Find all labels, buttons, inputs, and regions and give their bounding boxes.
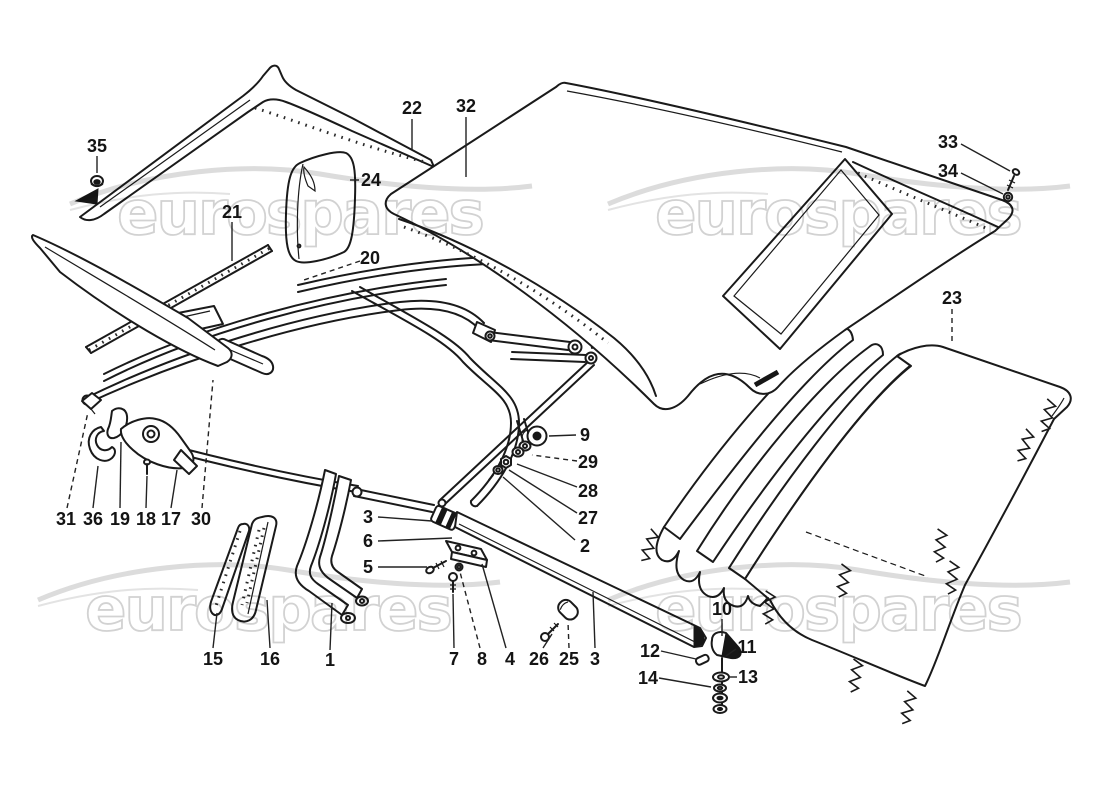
leader-3-lower	[592, 591, 596, 649]
part-callout-31: 31	[56, 509, 76, 529]
leader-29	[531, 454, 578, 462]
part-callout-11: 11	[737, 637, 756, 657]
part-callout-35: 35	[87, 136, 107, 156]
leader-lines	[66, 117, 1011, 688]
part-callout-34: 34	[938, 161, 958, 181]
part-callout-24: 24	[361, 170, 381, 190]
leader-4	[481, 563, 507, 649]
leader-6	[377, 537, 453, 542]
part-callout-10: 10	[712, 599, 732, 619]
part-callout-13: 13	[738, 667, 758, 687]
part-callout-15: 15	[203, 649, 223, 669]
soft-top-frame	[81, 244, 599, 624]
leader-1	[329, 602, 333, 651]
part-callout-1: 1	[325, 650, 335, 670]
leader-16	[266, 599, 271, 649]
leader-11	[725, 648, 737, 657]
part-callout-3-upper: 3	[363, 507, 373, 527]
leader-30	[201, 379, 214, 509]
part-callout-16: 16	[260, 649, 280, 669]
part-callout-21: 21	[222, 202, 242, 222]
leader-7	[452, 593, 455, 649]
washer-34	[1002, 191, 1014, 203]
leader-20	[300, 260, 361, 282]
part-callout-27: 27	[578, 508, 598, 528]
part-callout-22: 22	[402, 98, 422, 118]
leader-36	[92, 465, 99, 509]
pivot-hardware	[488, 425, 548, 481]
part-callout-33: 33	[938, 132, 958, 152]
seal-strips	[209, 515, 278, 623]
part-callout-6: 6	[363, 531, 373, 551]
part-callout-28: 28	[578, 481, 598, 501]
leader-12	[660, 650, 697, 660]
part-callout-25: 25	[559, 649, 579, 669]
part-callout-19: 19	[110, 509, 130, 529]
rear-tonneau-cover	[637, 327, 1072, 727]
part-callout-29: 29	[578, 452, 598, 472]
leader-17	[170, 469, 178, 509]
leader-18	[145, 475, 148, 509]
part-callout-2: 2	[580, 536, 590, 556]
direction-arrow-icon	[74, 188, 99, 205]
part-callout-12: 12	[640, 641, 660, 661]
leader-15	[212, 612, 218, 649]
leader-33	[960, 143, 1011, 172]
part-callout-14: 14	[638, 668, 658, 688]
leader-26	[542, 633, 553, 649]
part-callout-3-lower: 3	[590, 649, 600, 669]
leader-9	[548, 434, 577, 437]
header-latch-assembly	[81, 392, 198, 475]
screw-33	[1006, 168, 1021, 191]
leader-25	[567, 621, 570, 649]
part-callout-26: 26	[529, 649, 549, 669]
leader-3-upper	[377, 516, 433, 522]
leader-28	[516, 463, 578, 488]
headliner-pad	[284, 151, 357, 264]
part-callout-23: 23	[942, 288, 962, 308]
part-callout-18: 18	[136, 509, 156, 529]
part-callout-5: 5	[363, 557, 373, 577]
leader-27	[508, 469, 578, 514]
part-callout-4: 4	[505, 649, 515, 669]
part-callout-36: 36	[83, 509, 103, 529]
part-callout-17: 17	[161, 509, 181, 529]
part-callout-8: 8	[477, 649, 487, 669]
leader-31	[66, 411, 89, 509]
leader-8	[459, 571, 481, 649]
part-callout-9: 9	[580, 425, 590, 445]
leader-14	[658, 677, 712, 688]
callouts: 35 22 32 24 21 20 33 34 23 9 29 28 27 2 …	[56, 96, 962, 688]
leader-2	[502, 476, 576, 541]
part-callout-20: 20	[360, 248, 380, 268]
part-callout-32: 32	[456, 96, 476, 116]
grommet-35	[90, 175, 104, 188]
part-callout-7: 7	[449, 649, 459, 669]
part-callout-30: 30	[191, 509, 211, 529]
leader-19	[119, 441, 122, 509]
